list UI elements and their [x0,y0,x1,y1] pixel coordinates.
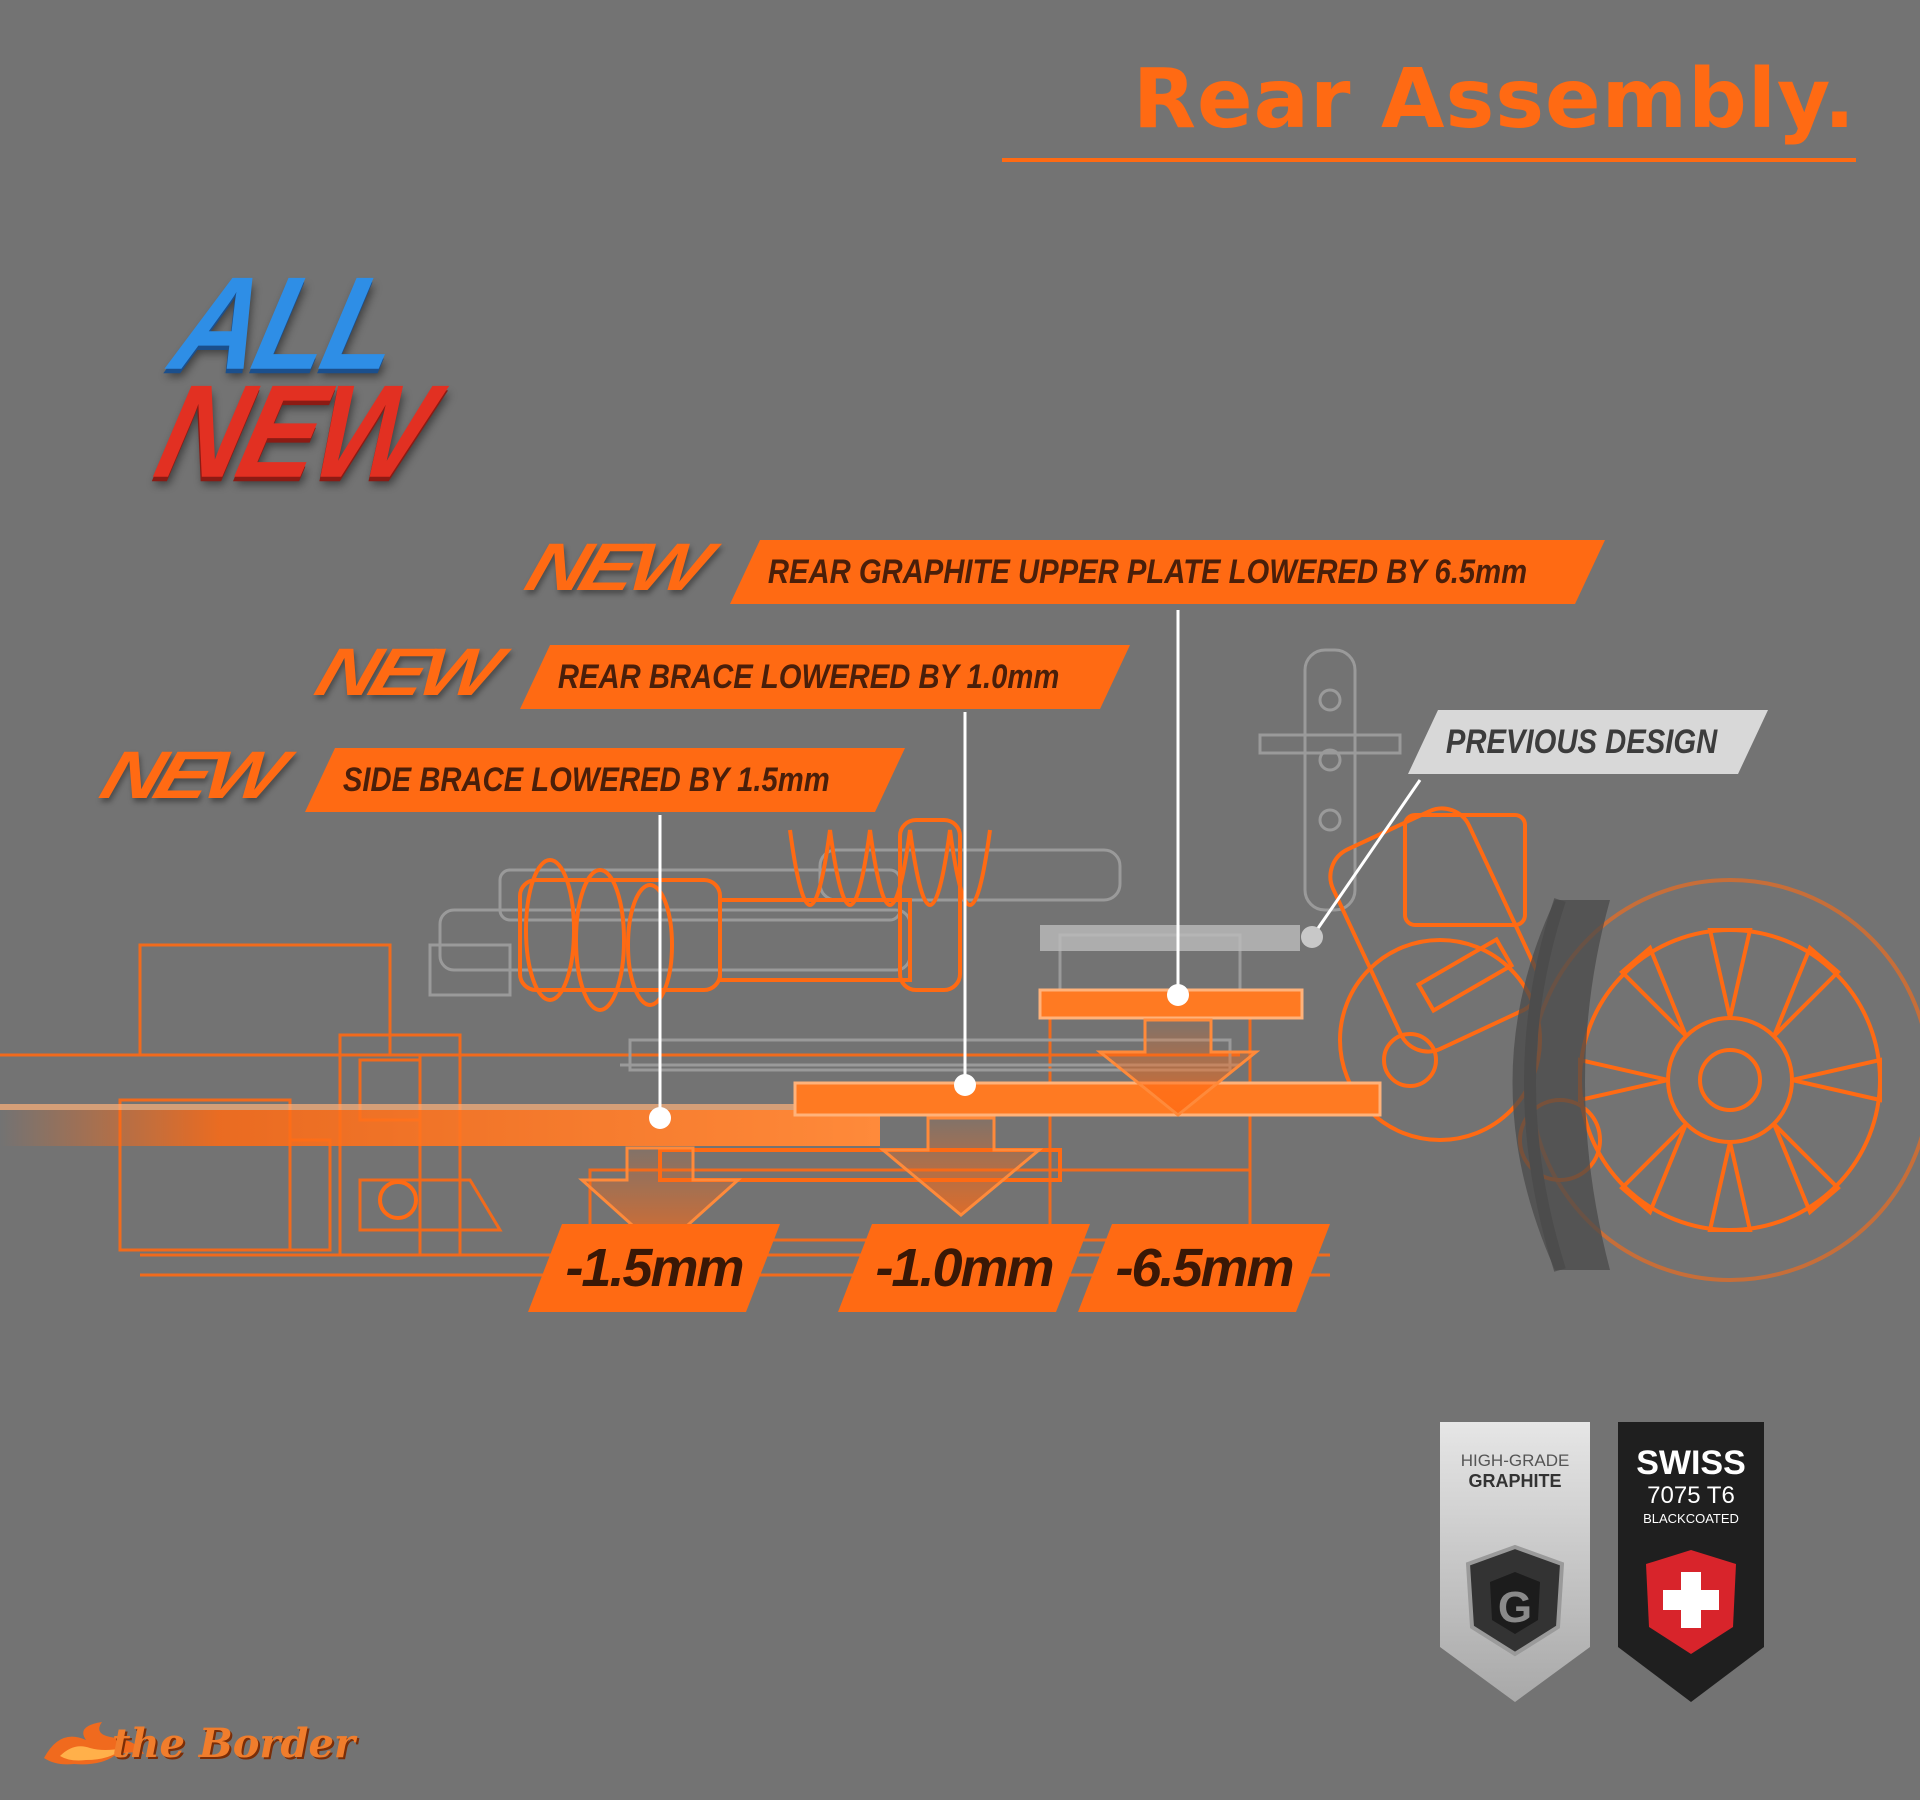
leader-lines [658,610,1422,1118]
dot-upper-plate [1167,984,1189,1006]
value-text: -1.0mm [875,1238,1053,1298]
title-underline [1002,158,1856,162]
callout-side-brace: NEW SIDE BRACE LOWERED BY 1.5mm [92,738,905,813]
the-border-logo: the Border [40,1718,380,1774]
shock-body [378,818,1062,1220]
callout-rear-brace: NEW REAR BRACE LOWERED BY 1.0mm [307,635,1130,710]
swiss-line3: BLACKCOATED [1643,1511,1739,1526]
swiss-badge: SWISS 7075 T6 BLACKCOATED [1618,1422,1764,1702]
swiss-line2: 7075 T6 [1647,1482,1735,1509]
previous-design-label: PREVIOUS DESIGN [1408,710,1768,774]
new-tag: NEW [307,634,505,710]
previous-design-text: PREVIOUS DESIGN [1445,722,1718,761]
callout-bar: SIDE BRACE LOWERED BY 1.5mm [305,748,905,812]
callout-bar: REAR GRAPHITE UPPER PLATE LOWERED BY 6.5… [730,540,1605,604]
previous-plate [1040,925,1300,951]
side-brace [0,1110,880,1146]
graphite-line1: HIGH-GRADE [1460,1451,1570,1470]
dot-rear-brace [954,1074,976,1096]
logo-text: the Border [112,1720,355,1767]
value-rear-brace: -1.0mm [838,1224,1090,1312]
dot-side-brace [649,1107,671,1129]
swiss-cross-icon [1646,1550,1736,1654]
value-text: -1.5mm [565,1238,743,1298]
value-side-brace: -1.5mm [528,1224,780,1312]
value-text: -6.5mm [1115,1238,1293,1298]
graphite-line2: GRAPHITE [1468,1471,1562,1491]
dot-previous-design [1301,926,1323,948]
graphite-badge: G HIGH-GRADE GRAPHITE [1440,1422,1590,1702]
callout-label: REAR BRACE LOWERED BY 1.0mm [557,657,1060,696]
callout-label: REAR GRAPHITE UPPER PLATE LOWERED BY 6.5… [767,552,1528,591]
new-tag: NEW [92,737,290,813]
flame-icon [44,1722,144,1765]
swiss-line1: SWISS [1636,1444,1746,1482]
callout-label: SIDE BRACE LOWERED BY 1.5mm [342,760,830,799]
new-tag: NEW [517,529,715,605]
callout-upper-plate: NEW REAR GRAPHITE UPPER PLATE LOWERED BY… [517,530,1610,605]
svg-text:G: G [1498,1583,1532,1632]
page-title: Rear Assembly. [1132,52,1856,147]
leader-dots [649,926,1323,1129]
gearbox [1328,806,1602,1182]
shock-absorber [428,848,1242,1072]
down-arrows [578,1018,1261,1253]
rear-brace [793,1081,1382,1117]
callout-bar: REAR BRACE LOWERED BY 1.0mm [520,645,1130,709]
graphite-shield-icon: G [1465,1544,1565,1657]
value-upper-plate: -6.5mm [1078,1224,1330,1312]
